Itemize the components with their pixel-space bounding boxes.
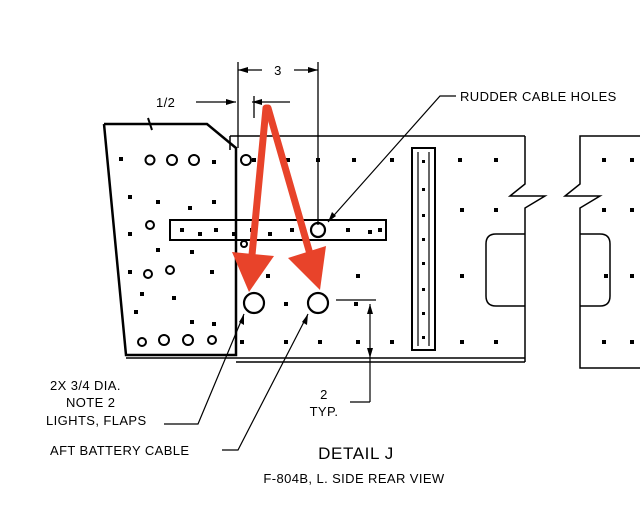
dimension-two: 2 TYP.	[310, 299, 376, 419]
vertical-stiffener	[411, 147, 436, 351]
rivets	[119, 157, 634, 344]
main-structure	[126, 135, 640, 369]
arrow-down-icon	[232, 252, 274, 292]
holes-leader: 2X 3/4 DIA. NOTE 2 LIGHTS, FLAPS	[46, 313, 245, 428]
horizontal-bar	[169, 219, 387, 241]
dimension-three: 3	[237, 62, 319, 225]
rudder-cable-label: RUDDER CABLE HOLES	[460, 89, 617, 104]
rudder-cable-hole	[309, 221, 327, 239]
dimension-three-label: 3	[274, 63, 282, 78]
small-holes	[137, 154, 252, 347]
holes-label-line3: LIGHTS, FLAPS	[46, 413, 147, 428]
battery-cable-label: AFT BATTERY CABLE	[50, 443, 190, 458]
holes-label-line1: 2X 3/4 DIA.	[50, 378, 121, 393]
battery-leader: AFT BATTERY CABLE	[50, 313, 309, 458]
detail-title: DETAIL J	[318, 444, 394, 463]
spacing-typ-label: TYP.	[310, 404, 339, 419]
spacing-value-label: 2	[320, 387, 328, 402]
red-arrows	[232, 104, 326, 292]
detail-subtitle: F-804B, L. SIDE REAR VIEW	[263, 471, 445, 486]
battery-cable-hole	[306, 291, 330, 315]
dimension-half-label: 1/2	[156, 95, 175, 110]
arrow-down-icon	[288, 246, 326, 290]
left-plate	[102, 117, 238, 357]
holes-label-line2: NOTE 2	[66, 395, 115, 410]
dimension-half: 1/2	[156, 95, 290, 118]
rudder-leader: RUDDER CABLE HOLES	[327, 89, 617, 223]
light-flap-hole	[242, 291, 266, 315]
